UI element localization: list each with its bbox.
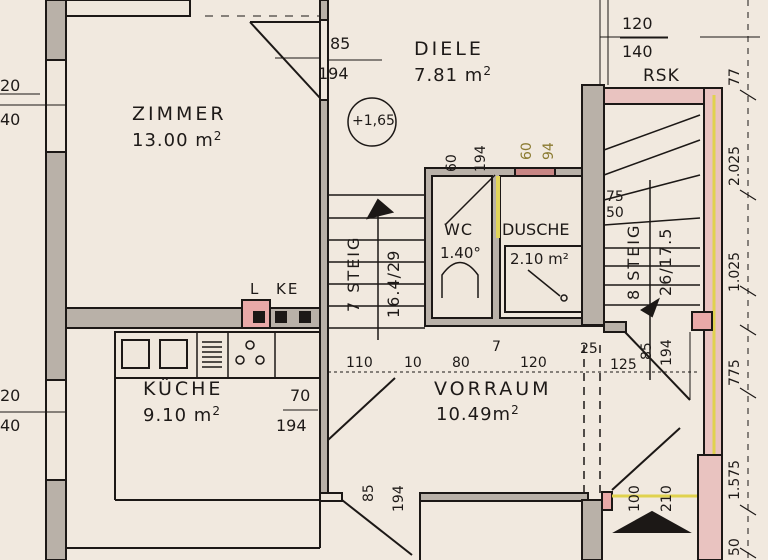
- room-name-zimmer: ZIMMER: [132, 103, 227, 125]
- dim-chain-item: 50: [727, 538, 743, 556]
- area-value: 9.10 m: [143, 405, 213, 426]
- dim-diele-door-h: 194: [318, 64, 349, 83]
- stair-right-label: 8 STEIG: [624, 223, 643, 300]
- level-marker: [347, 97, 397, 147]
- area-value: 10.49m: [436, 404, 512, 425]
- dim-stair-door-h: 50: [606, 205, 624, 221]
- dim-left-window-bottom-w: 20: [0, 386, 21, 405]
- dim-chain-item: 77: [727, 68, 743, 86]
- area-unit-exp: 2: [213, 129, 223, 143]
- area-value: 7.81 m: [414, 65, 484, 86]
- dim-stair-door-w: 75: [606, 189, 624, 205]
- dim-wc-door-h: 194: [473, 145, 489, 172]
- room-name-kueche: KÜCHE: [143, 378, 224, 400]
- dim-chain-item: 110: [346, 355, 373, 371]
- room-area-dusche: 2.10 m²: [510, 250, 569, 268]
- dim-chain-item: 775: [727, 359, 743, 386]
- dim-kueche-door-w: 70: [290, 386, 311, 405]
- room-area-vorraum: 10.49m2: [436, 403, 520, 425]
- stair-left-label: 7 STEIG: [344, 235, 363, 312]
- dim-chain-item: 120: [520, 355, 547, 371]
- dim-wc-door-w: 60: [444, 154, 460, 172]
- shaft-rsk: RSK: [643, 66, 680, 86]
- dim-left-window-top-w: 20: [0, 76, 21, 95]
- room-area-zimmer: 13.00 m2: [132, 129, 223, 151]
- area-unit-exp: 2: [212, 404, 221, 418]
- wc-sub: 1.40°: [440, 244, 481, 262]
- dim-chain-item: 7: [492, 339, 501, 355]
- stair-left-ratio: 16.4/29: [384, 249, 403, 318]
- room-name-dusche: DUSCHE: [502, 220, 570, 239]
- area-unit-exp: 2: [483, 64, 492, 78]
- dim-dusche-door-h: 94: [541, 142, 557, 160]
- dim-chain-item: 2.025: [727, 145, 743, 186]
- dim-diele-door-w: 85: [330, 34, 351, 53]
- dim-bottom-door-w: 85: [361, 484, 377, 502]
- dim-entry-door-w: 100: [627, 485, 643, 512]
- dim-chain-item: 25: [580, 341, 598, 357]
- dim-left-window-bottom-h: 40: [0, 416, 21, 435]
- area-value: 13.00 m: [132, 130, 214, 151]
- dim-chain-item: 80: [452, 355, 470, 371]
- shaft-l: L: [250, 280, 261, 298]
- dim-rsk-window-w: 120: [622, 14, 653, 33]
- dim-entry-door-h: 210: [659, 485, 675, 512]
- stair-right-ratio: 26/17.5: [656, 227, 675, 296]
- dim-rsk-window-h: 140: [622, 42, 653, 61]
- dim-right-door-w: 85: [639, 342, 655, 360]
- dim-chain-item: 1.025: [727, 251, 743, 292]
- room-name-wc: WC: [444, 220, 473, 239]
- room-name-diele: DIELE: [414, 38, 484, 60]
- area-unit-exp: 2: [511, 403, 520, 417]
- dim-kueche-door-h: 194: [276, 416, 307, 435]
- dim-left-window-top-h: 40: [0, 110, 21, 129]
- dim-chain-item: 1.575: [727, 459, 743, 500]
- level-marker-text: +1,65: [352, 113, 395, 129]
- dim-dusche-door-w: 60: [519, 142, 535, 160]
- room-area-diele: 7.81 m2: [414, 64, 492, 86]
- dim-chain-item: 125: [610, 357, 637, 373]
- room-name-vorraum: VORRAUM: [434, 378, 552, 400]
- room-area-kueche: 9.10 m2: [143, 404, 221, 426]
- dim-right-door-h: 194: [659, 339, 675, 366]
- dim-chain-item: 10: [404, 355, 422, 371]
- shaft-ke: KE: [276, 280, 300, 298]
- dim-bottom-door-h: 194: [391, 485, 407, 512]
- chimney-l: [241, 299, 271, 329]
